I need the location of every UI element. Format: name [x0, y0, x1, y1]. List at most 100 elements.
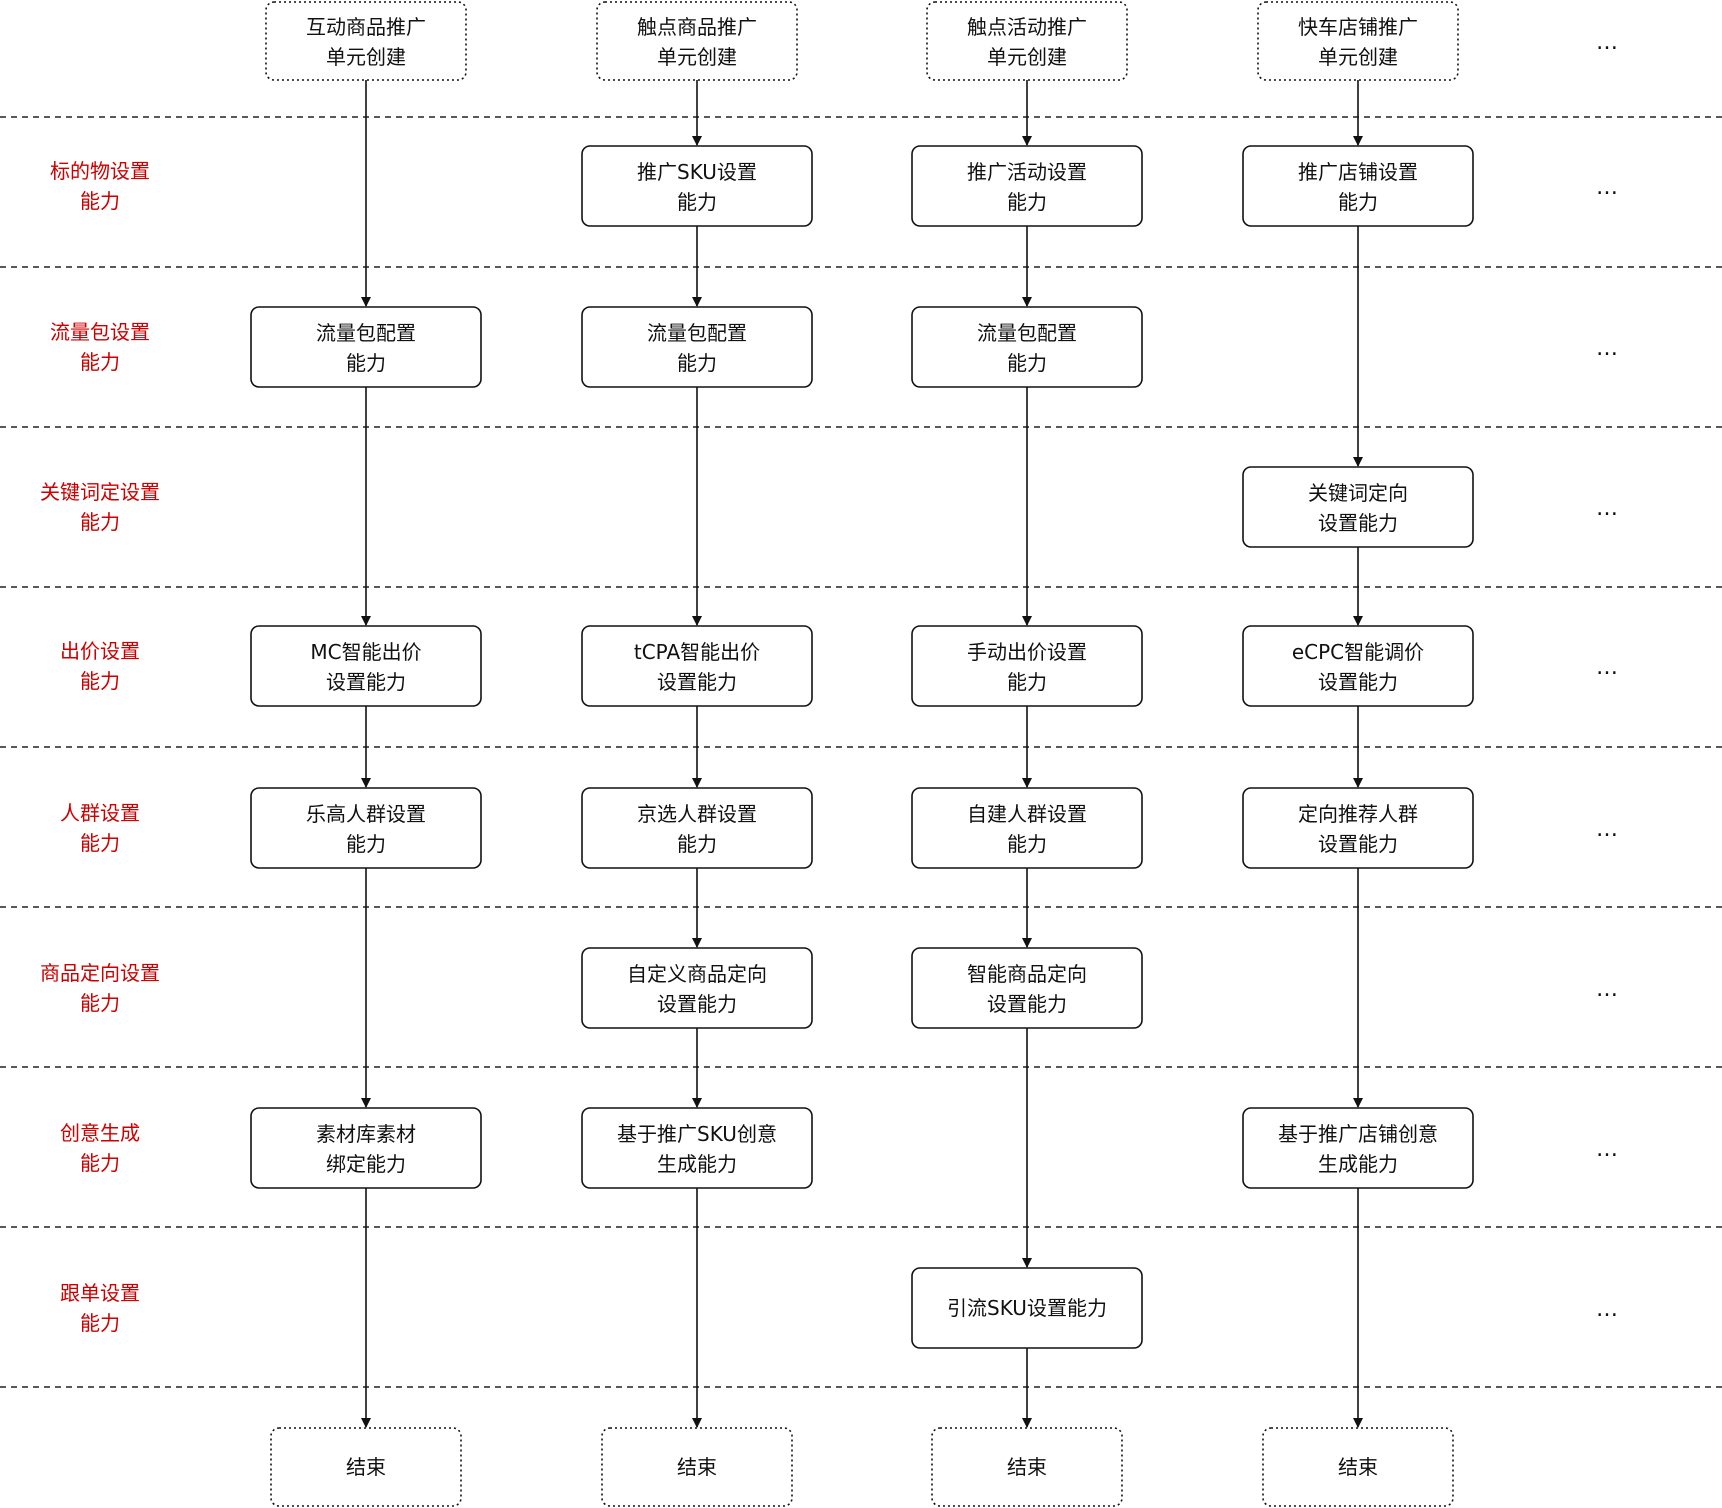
ellipsis-marker: …: [1596, 175, 1618, 200]
capability-node-frame: [581, 1107, 813, 1189]
row-label-line2: 能力: [80, 1311, 120, 1335]
start-node-frame: [1257, 1, 1459, 81]
capability-node-frame: [581, 625, 813, 707]
end-node: 结束: [1262, 1427, 1454, 1507]
ellipsis-marker: …: [1596, 496, 1618, 521]
capability-node-line2: 能力: [1007, 832, 1047, 856]
row-label-line1: 流量包设置: [50, 320, 150, 344]
row-label-line1: 商品定向设置: [40, 961, 160, 985]
row-label-line2: 能力: [80, 991, 120, 1015]
capability-node-line1: 定向推荐人群: [1298, 802, 1418, 826]
capability-node-frame: [911, 947, 1143, 1029]
capability-node-frame: [581, 947, 813, 1029]
row-label-line2: 能力: [80, 831, 120, 855]
capability-node-frame: [911, 625, 1143, 707]
row-label-line1: 创意生成: [60, 1121, 140, 1145]
row-label-line1: 人群设置: [60, 801, 140, 825]
row-label-line2: 能力: [80, 189, 120, 213]
capability-node-line2: 绑定能力: [326, 1152, 406, 1176]
capability-node-frame: [250, 306, 482, 388]
capability-node-line1: 推广店铺设置: [1298, 160, 1418, 184]
row-label-line1: 跟单设置: [60, 1281, 140, 1305]
capability-node-line2: 设置能力: [1318, 670, 1398, 694]
row-label-line2: 能力: [80, 350, 120, 374]
start-node-frame: [265, 1, 467, 81]
start-node-line2: 单元创建: [326, 45, 406, 69]
start-node-frame: [926, 1, 1128, 81]
row-label-line1: 关键词定设置: [40, 480, 160, 504]
row-label-line2: 能力: [80, 1151, 120, 1175]
capability-node-line1: 基于推广店铺创意: [1278, 1122, 1438, 1146]
ellipsis-marker: …: [1596, 977, 1618, 1002]
end-node: 结束: [270, 1427, 462, 1507]
end-node-label: 结束: [346, 1455, 386, 1479]
capability-node-line1: MC智能出价: [310, 640, 421, 664]
capability-node-line2: 生成能力: [657, 1152, 737, 1176]
capability-node-line1: 素材库素材: [316, 1122, 416, 1146]
capability-node-line2: 能力: [346, 351, 386, 375]
capability-node-line1: 乐高人群设置: [306, 802, 426, 826]
capability-node-line1: 推广SKU设置: [637, 160, 757, 184]
row-label-line1: 标的物设置: [50, 159, 150, 183]
capability-node-frame: [911, 145, 1143, 227]
capability-node-line1: eCPC智能调价: [1292, 640, 1424, 664]
capability-node-label: 引流SKU设置能力: [947, 1296, 1107, 1320]
capability-node-line2: 设置能力: [1318, 832, 1398, 856]
capability-node-frame: [581, 787, 813, 869]
capability-node-line1: 京选人群设置: [637, 802, 757, 826]
end-node-label: 结束: [1007, 1455, 1047, 1479]
capability-node-line1: 手动出价设置: [967, 640, 1087, 664]
end-node-frame: [601, 1427, 793, 1507]
capability-node-line2: 设置能力: [326, 670, 406, 694]
capability-node-line2: 能力: [1007, 351, 1047, 375]
start-node-line2: 单元创建: [1318, 45, 1398, 69]
end-node-label: 结束: [1338, 1455, 1378, 1479]
capability-node-line2: 能力: [1338, 190, 1378, 214]
row-separators: [0, 116, 1722, 1388]
end-node-frame: [1262, 1427, 1454, 1507]
row-label-line2: 能力: [80, 510, 120, 534]
capability-node-line1: 智能商品定向: [967, 962, 1087, 986]
capability-node-frame: [250, 787, 482, 869]
capability-node-line2: 能力: [677, 351, 717, 375]
capability-node-line2: 能力: [677, 190, 717, 214]
capability-node-line2: 设置能力: [657, 992, 737, 1016]
capability-node-frame: [911, 306, 1143, 388]
capability-node-frame: [581, 145, 813, 227]
capability-node-line2: 能力: [677, 832, 717, 856]
capability-node-frame: [1242, 466, 1474, 548]
start-node-frame: [596, 1, 798, 81]
capability-node-line1: 流量包配置: [316, 321, 416, 345]
capability-node-line2: 能力: [1007, 190, 1047, 214]
start-node-line2: 单元创建: [657, 45, 737, 69]
end-node-frame: [931, 1427, 1123, 1507]
capability-node-frame: [1242, 145, 1474, 227]
capability-node-line1: tCPA智能出价: [634, 640, 760, 664]
capability-node-frame: [250, 625, 482, 707]
capability-node-line2: 设置能力: [657, 670, 737, 694]
start-node-line1: 互动商品推广: [306, 15, 426, 39]
capability-node-line2: 设置能力: [987, 992, 1067, 1016]
capability-node-line1: 基于推广SKU创意: [617, 1122, 777, 1146]
capability-node-line2: 能力: [1007, 670, 1047, 694]
capability-node-frame: [1242, 787, 1474, 869]
ellipsis-marker: …: [1596, 30, 1618, 55]
ellipsis-marker: …: [1596, 336, 1618, 361]
start-node-line1: 触点商品推广: [637, 15, 757, 39]
